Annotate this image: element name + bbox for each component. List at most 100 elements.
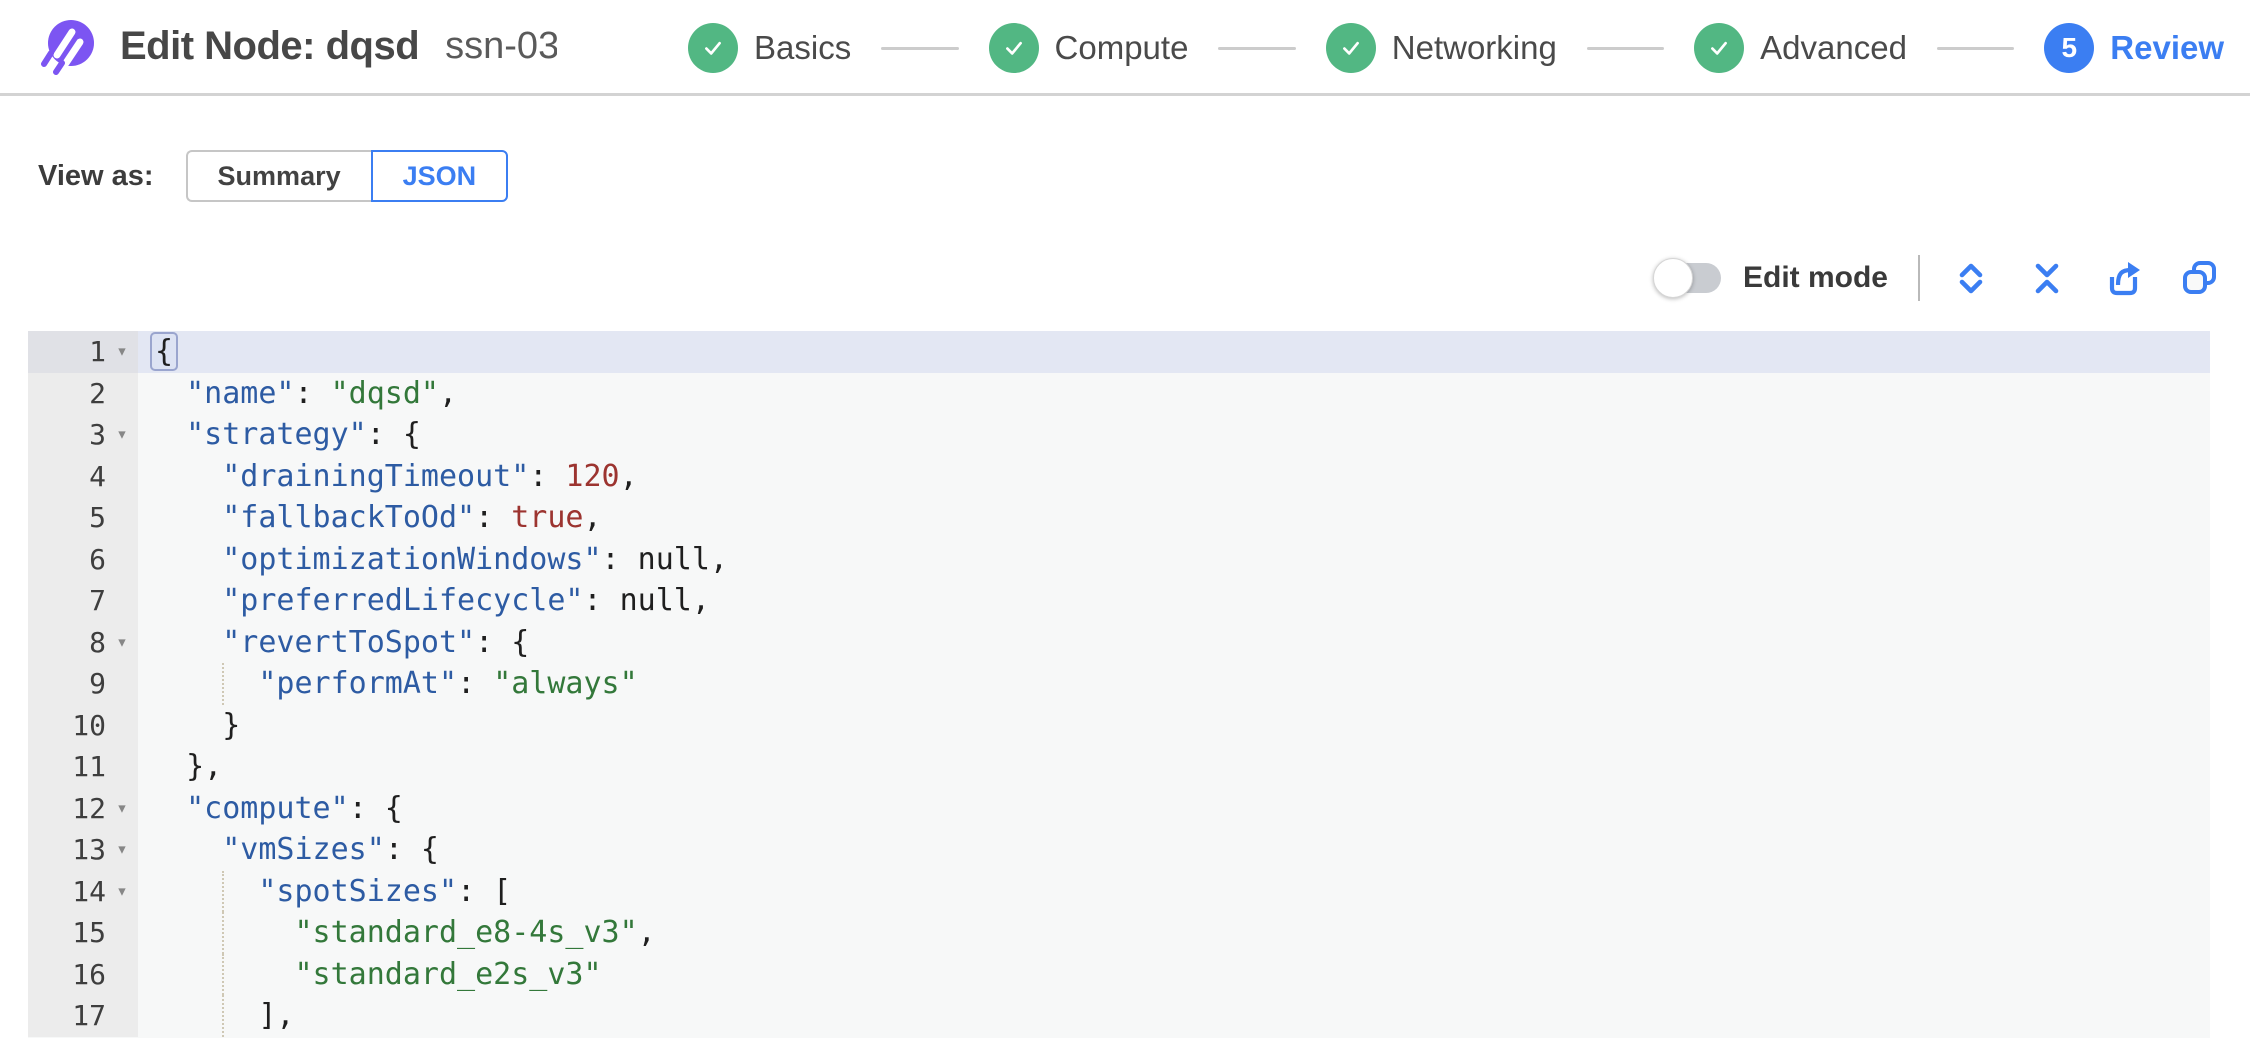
code-line: 10 } bbox=[28, 704, 2210, 746]
step-done-icon bbox=[688, 23, 738, 73]
editor-toolbar: Edit mode bbox=[1652, 250, 2220, 306]
indent-guide bbox=[222, 953, 224, 995]
check-icon bbox=[705, 41, 721, 55]
line-number: 14 bbox=[72, 874, 106, 908]
gutter: 13 ▾ bbox=[28, 829, 138, 871]
line-number: 12 bbox=[72, 791, 106, 825]
step-connector bbox=[1586, 46, 1665, 50]
gutter: 11 bbox=[28, 746, 138, 788]
line-number: 4 bbox=[89, 459, 106, 493]
step-done-icon bbox=[1325, 23, 1376, 73]
gutter: 12 ▾ bbox=[28, 787, 138, 829]
indent-guide bbox=[222, 870, 224, 912]
gutter: 2 bbox=[28, 372, 138, 414]
check-icon bbox=[1342, 41, 1359, 55]
line-number: 17 bbox=[72, 999, 106, 1032]
code-text[interactable]: "strategy": { bbox=[186, 417, 421, 452]
step-advanced[interactable]: Advanced bbox=[1694, 23, 1907, 73]
code-text[interactable]: "revertToSpot": { bbox=[222, 624, 530, 660]
code-text[interactable]: "preferredLifecycle": null, bbox=[222, 583, 710, 618]
step-networking[interactable]: Networking bbox=[1325, 23, 1557, 73]
step-basics[interactable]: Basics bbox=[688, 23, 851, 73]
step-connector bbox=[1218, 46, 1296, 50]
toolbar-icons bbox=[1950, 257, 2220, 299]
collapse-all-icon[interactable] bbox=[2026, 257, 2068, 299]
code-line: 12 ▾ "compute": { bbox=[28, 787, 2210, 829]
json-editor[interactable]: 1▾{2 "name": "dqsd",3▾ "strategy": {4 "d… bbox=[28, 331, 2210, 1038]
code-text[interactable]: ], bbox=[138, 995, 2210, 1037]
code-text[interactable]: "optimizationWindows": null, bbox=[222, 541, 728, 577]
edit-mode-label: Edit mode bbox=[1742, 261, 1888, 294]
header: Edit Node: dqsd ssn-038 BasicsComputeNet… bbox=[0, 0, 2250, 96]
code-line: 7 "preferredLifecycle": null, bbox=[28, 580, 2210, 622]
gutter: 7 bbox=[28, 580, 138, 622]
edit-mode-toggle[interactable] bbox=[1652, 258, 1721, 298]
code-text[interactable]: "compute": { bbox=[186, 790, 403, 826]
code-text[interactable]: "standard_e8-4s_v3", bbox=[138, 912, 2210, 954]
step-done-icon bbox=[988, 23, 1039, 73]
indent-guide bbox=[222, 912, 224, 954]
code-text[interactable]: } bbox=[150, 707, 241, 743]
code-text[interactable]: { bbox=[138, 331, 2210, 373]
step-compute[interactable]: Compute bbox=[988, 23, 1189, 73]
gutter: 3▾ bbox=[28, 414, 138, 456]
toolbar-divider bbox=[1918, 255, 1920, 301]
step-connector bbox=[881, 46, 959, 50]
step-review[interactable]: 5 Review bbox=[2044, 23, 2224, 73]
line-number: 1 bbox=[89, 335, 106, 368]
code-text[interactable]: "performAt": "always" bbox=[138, 663, 2210, 705]
step-done-icon bbox=[1694, 23, 1745, 73]
fold-arrow-icon[interactable]: ▾ bbox=[116, 630, 128, 653]
code-line: 16 "standard_e2s_v3" bbox=[28, 953, 2210, 995]
gutter: 10 bbox=[28, 704, 138, 746]
code-text[interactable]: }, bbox=[150, 749, 223, 784]
line-number: 9 bbox=[89, 667, 106, 700]
step-label: Advanced bbox=[1760, 29, 1907, 66]
gutter: 15 bbox=[28, 912, 138, 954]
check-icon bbox=[1711, 41, 1728, 55]
gutter: 1▾ bbox=[28, 331, 138, 373]
code-line: 9 "performAt": "always" bbox=[28, 663, 2210, 705]
view-as-label: View as: bbox=[38, 159, 154, 192]
code-line: 8▾ "revertToSpot": { bbox=[28, 621, 2210, 663]
line-number: 3 bbox=[89, 418, 106, 451]
fold-arrow-icon[interactable]: ▾ bbox=[116, 796, 128, 819]
gutter: 14 ▾ bbox=[28, 870, 138, 912]
gutter: 17 bbox=[28, 995, 138, 1037]
code-line: 3▾ "strategy": { bbox=[28, 414, 2210, 456]
gutter: 8▾ bbox=[28, 621, 138, 663]
wizard-steps: Basics Compute Networking Advanced 5 Review bbox=[688, 0, 2224, 96]
view-as-json-button[interactable]: JSON bbox=[370, 150, 509, 202]
code-line: 13 ▾ "vmSizes": { bbox=[28, 829, 2210, 871]
code-text[interactable]: "name": "dqsd", bbox=[186, 375, 458, 411]
indent-guide bbox=[222, 995, 224, 1037]
code-line: 11 }, bbox=[28, 746, 2210, 788]
copy-icon[interactable] bbox=[2178, 257, 2220, 299]
gutter: 6 bbox=[28, 538, 138, 580]
step-label: Compute bbox=[1054, 29, 1189, 66]
code-line: 6 "optimizationWindows": null, bbox=[28, 538, 2210, 580]
view-as-summary-button[interactable]: Summary bbox=[185, 150, 371, 202]
line-number: 5 bbox=[89, 501, 106, 534]
code-text[interactable]: "drainingTimeout": 120, bbox=[222, 458, 638, 494]
line-number: 16 bbox=[72, 957, 106, 991]
fold-arrow-icon[interactable]: ▾ bbox=[116, 838, 128, 860]
line-number: 13 bbox=[72, 833, 106, 866]
code-text[interactable]: "fallbackToOd": true, bbox=[222, 500, 602, 535]
gutter: 16 bbox=[28, 953, 138, 995]
code-line: 14 ▾ "spotSizes": [ bbox=[28, 870, 2210, 912]
fold-arrow-icon[interactable]: ▾ bbox=[116, 879, 128, 902]
code-text[interactable]: "spotSizes": [ bbox=[138, 870, 2210, 912]
export-icon[interactable] bbox=[2102, 257, 2144, 299]
check-icon bbox=[1005, 41, 1022, 55]
code-text[interactable]: "standard_e2s_v3" bbox=[138, 953, 2210, 995]
step-label: Review bbox=[2110, 29, 2225, 66]
expand-all-icon[interactable] bbox=[1950, 257, 1992, 299]
code-line: 4 "drainingTimeout": 120, bbox=[28, 455, 2210, 497]
code-text[interactable]: "vmSizes": { bbox=[222, 832, 439, 867]
fold-arrow-icon[interactable]: ▾ bbox=[116, 340, 128, 362]
step-number-badge: 5 bbox=[2044, 23, 2095, 73]
fold-arrow-icon[interactable]: ▾ bbox=[116, 423, 128, 445]
step-connector bbox=[1936, 46, 2015, 50]
spot-logo-icon bbox=[41, 19, 94, 75]
